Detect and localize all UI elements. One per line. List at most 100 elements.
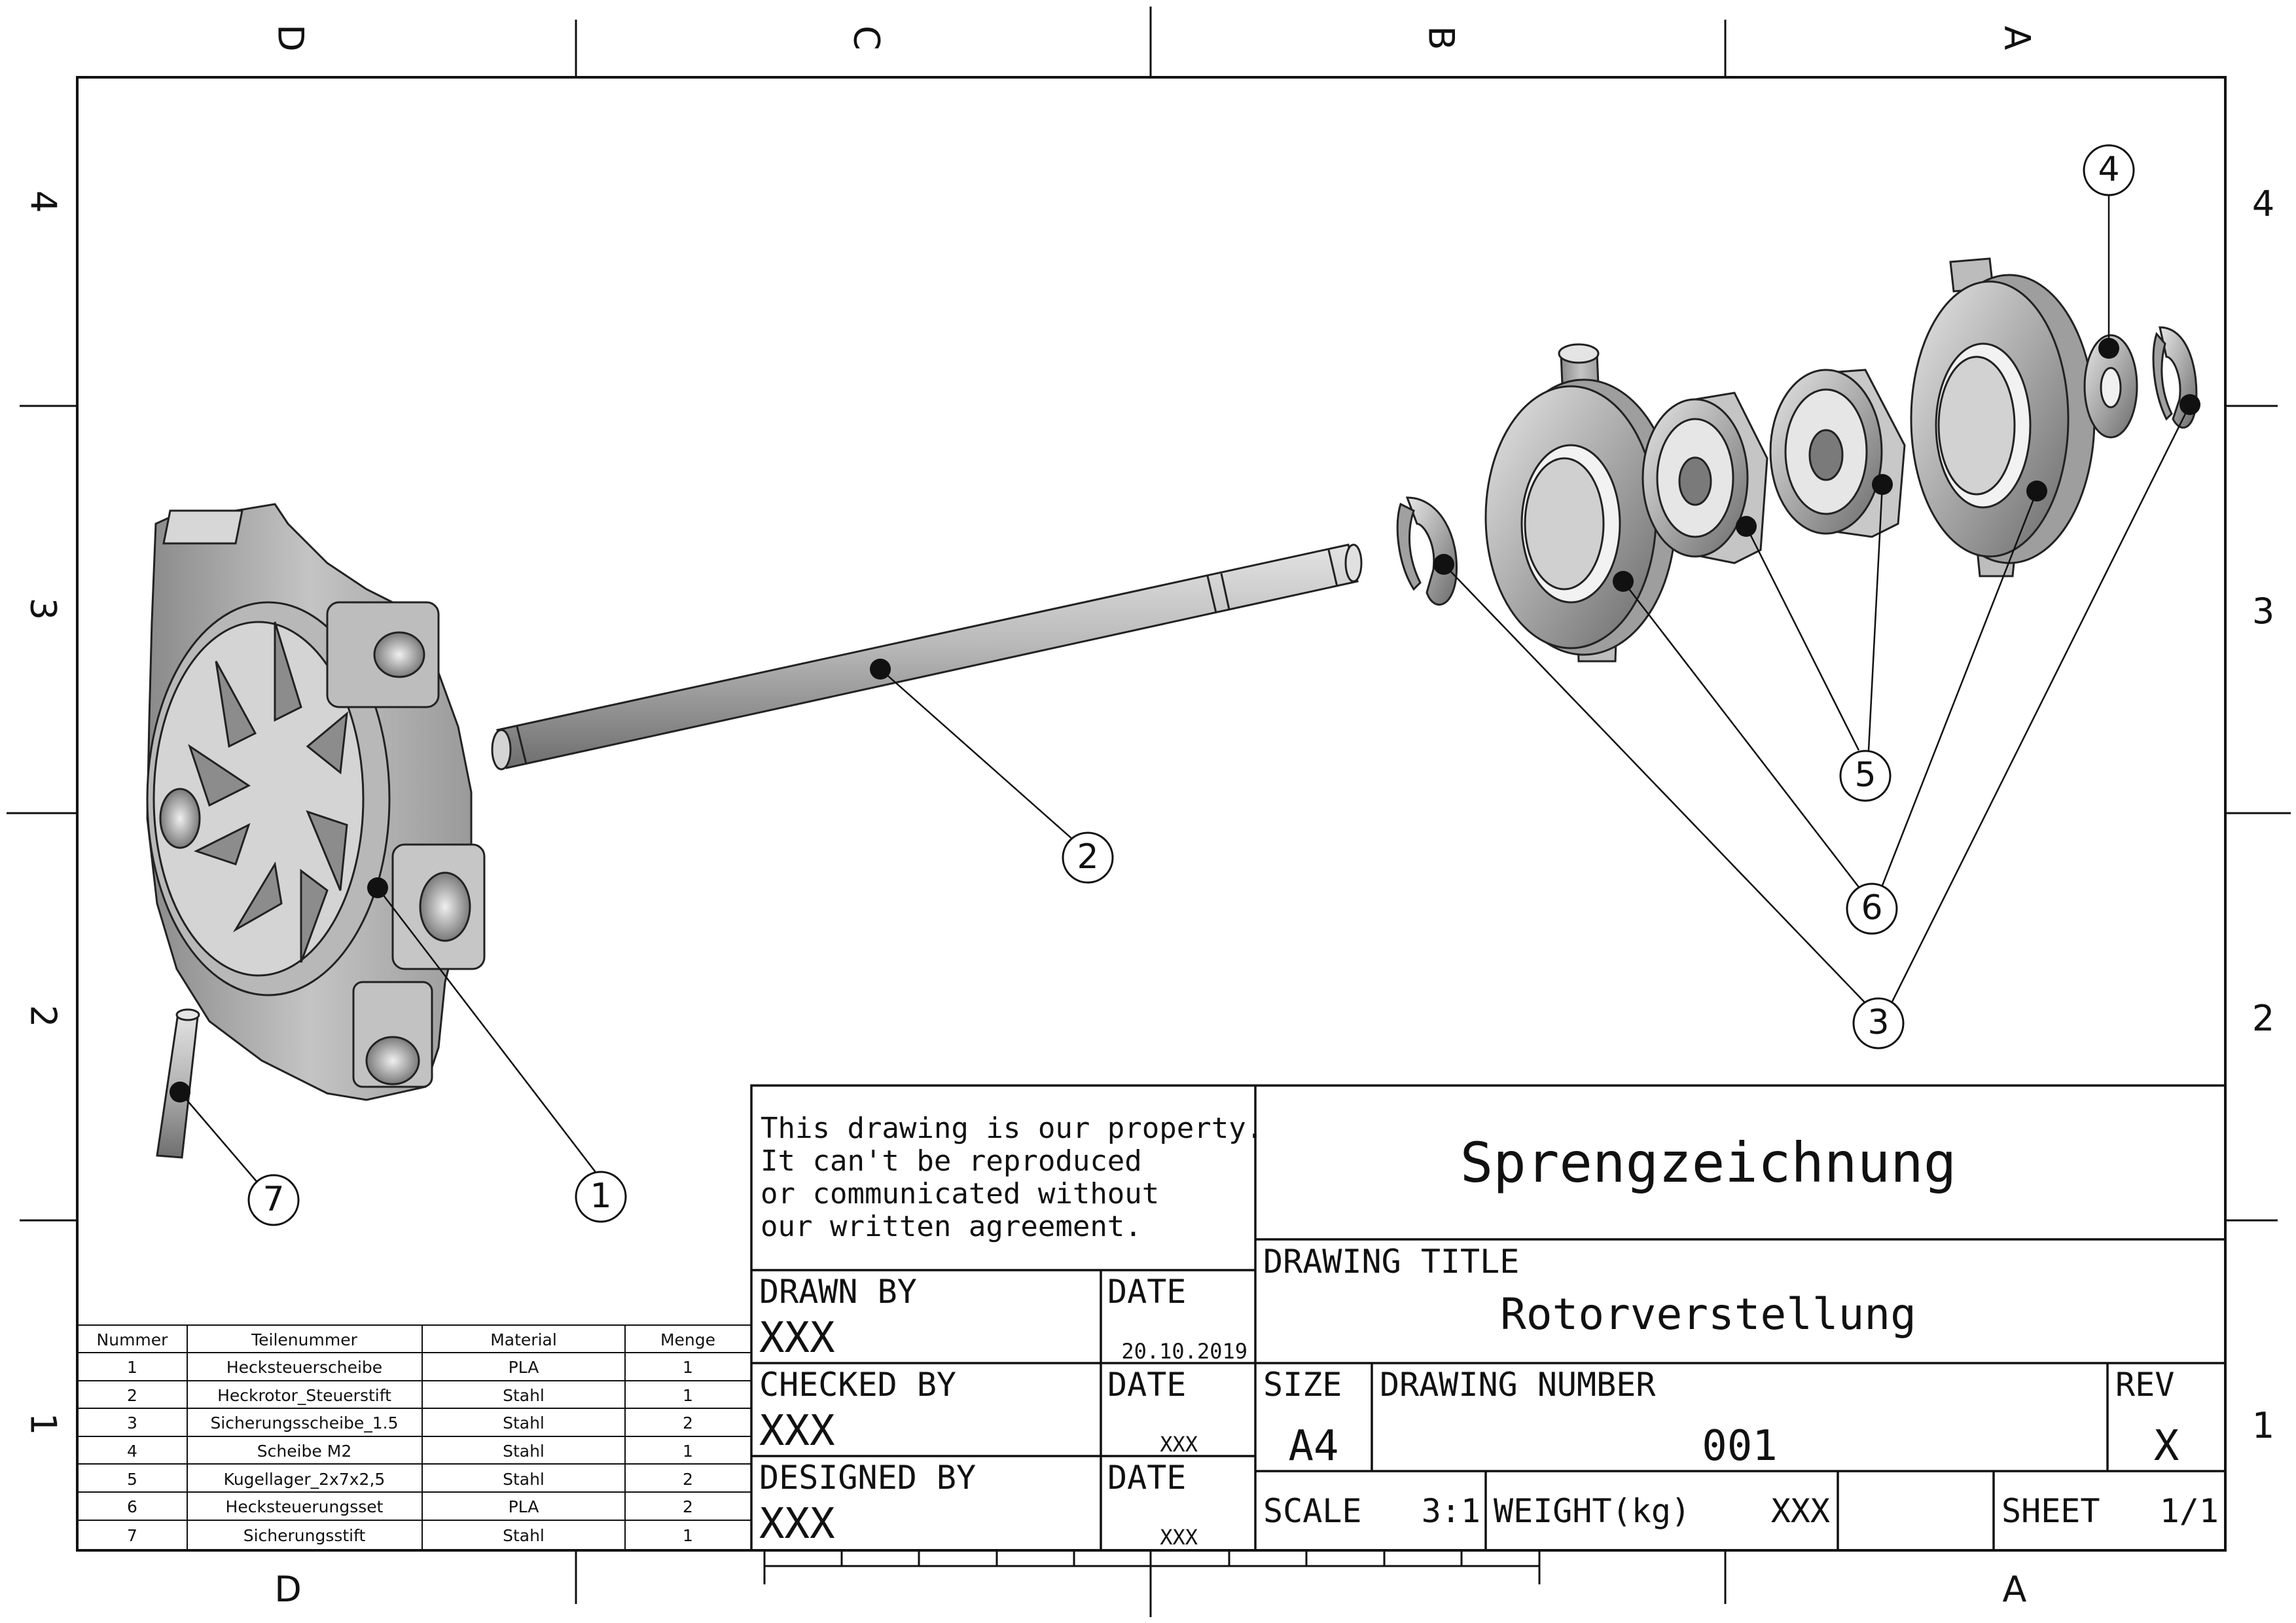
balloon-1: 1: [575, 1171, 627, 1223]
balloon-7-label: 7: [262, 1180, 284, 1219]
bom-row-6-nummer: 6: [127, 1497, 137, 1516]
bom-header-menge: Menge: [660, 1330, 715, 1349]
leader-dots: [170, 338, 2200, 1103]
zone-label-right-2: 2: [2252, 998, 2274, 1039]
size-label: SIZE: [1263, 1366, 1342, 1404]
zone-label-left-4: 4: [22, 191, 63, 213]
bom-row-3-material: Stahl: [503, 1413, 545, 1432]
drawn-by-label: DRAWN BY: [759, 1273, 917, 1311]
title-block: This drawing is our property. It can't b…: [750, 1084, 2227, 1552]
part-6-hecksteuerungsset-left: [1484, 343, 1677, 663]
checked-by-value: XXX: [759, 1407, 835, 1455]
part-1-hecksteuerscheibe: [146, 503, 486, 1101]
drawing-number-label: DRAWING NUMBER: [1380, 1366, 1656, 1404]
balloon-1-label: 1: [590, 1176, 611, 1216]
zone-label-left-1: 1: [22, 1413, 63, 1435]
bom-row-7-teil: Sicherungsstift: [243, 1526, 366, 1545]
designed-date-label: DATE: [1107, 1459, 1186, 1497]
part-3-sicherungsscheibe-left: [1396, 496, 1458, 606]
balloon-2: 2: [1062, 831, 1114, 884]
company-title: Sprengzeichnung: [1460, 1131, 1957, 1195]
bom-row-2-teil: Heckrotor_Steuerstift: [217, 1386, 391, 1405]
drawn-date-label: DATE: [1107, 1273, 1186, 1311]
bom-header-nummer: Nummer: [97, 1330, 169, 1349]
rev-label: REV: [2115, 1366, 2174, 1404]
bom-row-4-nummer: 4: [127, 1442, 137, 1461]
size-value: A4: [1288, 1422, 1338, 1470]
leader-lines: [179, 191, 2191, 1184]
bom-row-7-material: Stahl: [503, 1526, 545, 1545]
weight-label: WEIGHT(kg): [1494, 1492, 1691, 1530]
bom-row-2-material: Stahl: [503, 1386, 545, 1405]
bom-row-1-nummer: 1: [127, 1358, 137, 1377]
designed-by-label: DESIGNED BY: [759, 1459, 976, 1497]
property-notice-line-2: It can't be reproduced: [761, 1144, 1142, 1178]
bom-row-5-material: Stahl: [503, 1470, 545, 1489]
bom-row-6-menge: 2: [683, 1497, 693, 1516]
balloon-6-label: 6: [1861, 888, 1882, 928]
scale-value: 3:1: [1422, 1492, 1480, 1530]
balloon-2-label: 2: [1077, 837, 1098, 877]
bom-row-1-menge: 1: [683, 1358, 693, 1377]
bom-row-1-material: PLA: [509, 1358, 539, 1377]
balloon-6: 6: [1846, 883, 1898, 935]
scale-bar: [763, 1550, 1541, 1584]
bom-row-5-menge: 2: [683, 1470, 693, 1489]
zone-label-right-1: 1: [2252, 1405, 2274, 1446]
zone-label-left-3: 3: [22, 598, 63, 620]
property-notice-line-4: our written agreement.: [761, 1210, 1142, 1243]
bom-row-3-nummer: 3: [127, 1413, 137, 1432]
sheet-value: 1/1: [2160, 1492, 2219, 1530]
zone-label-bottom-a: A: [2003, 1569, 2027, 1610]
bom-row-2-nummer: 2: [127, 1386, 137, 1405]
bom-header-teilenummer: Teilenummer: [251, 1330, 357, 1349]
checked-by-label: CHECKED BY: [759, 1366, 956, 1404]
bom-row-7-menge: 1: [683, 1526, 693, 1545]
rev-value: X: [2154, 1422, 2179, 1470]
balloon-3: 3: [1852, 997, 1905, 1049]
zone-label-top-b: B: [1420, 26, 1462, 50]
bom-row-4-material: Stahl: [503, 1442, 545, 1461]
bom-row-6-teil: Hecksteuerungsset: [226, 1497, 384, 1516]
property-notice-line-3: or communicated without: [761, 1177, 1159, 1211]
zone-label-right-3: 3: [2252, 591, 2274, 632]
drawing-number-value: 001: [1702, 1422, 1778, 1470]
part-5-kugellager-left: [1641, 392, 1768, 564]
bom-row-6-material: PLA: [509, 1497, 539, 1516]
property-notice-line-1: This drawing is our property.: [761, 1112, 1263, 1145]
sheet-label: SHEET: [2001, 1492, 2100, 1530]
bom-row-4-menge: 1: [683, 1442, 693, 1461]
bom-row-5-nummer: 5: [127, 1470, 137, 1489]
bom-table: Nummer Teilenummer Material Menge 1 Heck…: [77, 1324, 752, 1551]
drawing-title-label: DRAWING TITLE: [1263, 1243, 1519, 1281]
zone-label-top-c: C: [846, 26, 887, 50]
bom-row-5-teil: Kugellager_2x7x2,5: [224, 1470, 386, 1489]
weight-value: XXX: [1771, 1492, 1830, 1530]
bom-row-4-teil: Scheibe M2: [257, 1442, 351, 1461]
balloon-4-label: 4: [2098, 150, 2119, 189]
checked-date-label: DATE: [1107, 1366, 1186, 1404]
balloon-4: 4: [2083, 144, 2135, 196]
part-5-kugellager-right: [1769, 369, 1906, 538]
balloon-3-label: 3: [1867, 1003, 1889, 1042]
bom-row-1-teil: Hecksteuerscheibe: [226, 1358, 382, 1377]
balloon-7: 7: [247, 1174, 300, 1226]
zone-label-left-2: 2: [22, 1005, 63, 1027]
zone-label-top-a: A: [1996, 26, 2037, 50]
bom-row-3-teil: Sicherungsscheibe_1.5: [210, 1413, 398, 1432]
balloon-5-label: 5: [1854, 756, 1876, 795]
drawing-title: Rotorverstellung: [1500, 1289, 1916, 1340]
scale-label: SCALE: [1263, 1492, 1362, 1530]
balloon-5: 5: [1839, 750, 1892, 802]
checked-date-value: XXX: [1160, 1432, 1198, 1457]
part-2-steuerstift: [491, 543, 1363, 771]
zone-label-top-d: D: [270, 24, 311, 52]
drawn-date-value: 20.10.2019: [1121, 1339, 1247, 1364]
part-6-hecksteuerungsset-right: [1910, 257, 2096, 577]
designed-date-value: XXX: [1160, 1525, 1198, 1550]
zone-label-bottom-d: D: [274, 1569, 302, 1610]
part-4-scheibe: [2083, 334, 2138, 439]
designed-by-value: XXX: [759, 1500, 835, 1548]
drawn-by-value: XXX: [759, 1314, 835, 1362]
